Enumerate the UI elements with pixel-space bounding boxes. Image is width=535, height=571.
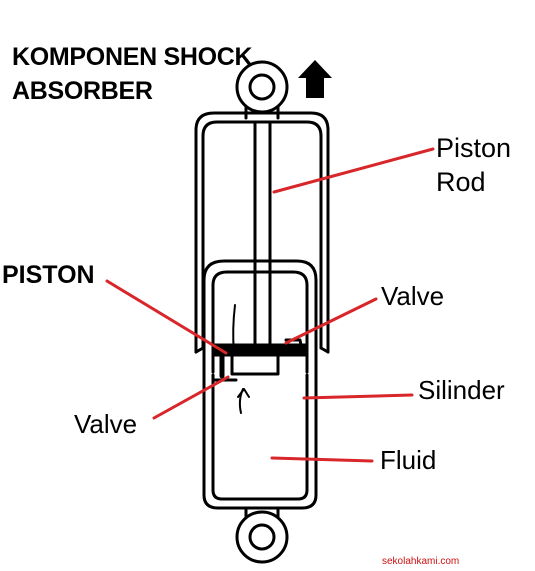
label-piston-rod-line-2: Rod xyxy=(436,167,486,197)
label-fluid: Fluid xyxy=(380,445,437,475)
leader-fluid xyxy=(270,456,374,463)
label-piston: PISTON xyxy=(2,261,95,289)
outer-cover xyxy=(194,111,330,354)
leader-piston xyxy=(105,279,228,355)
piston-rod xyxy=(253,120,272,350)
label-valve-bottom: Valve xyxy=(74,409,138,439)
diagram-title: KOMPONEN SHOCK ABSORBER xyxy=(12,40,253,108)
piston-body xyxy=(211,338,309,376)
leader-valve-bottom xyxy=(152,375,230,420)
leader-valve-top xyxy=(284,297,378,345)
up-arrow-icon xyxy=(298,60,332,98)
watermark: sekolahkami.com xyxy=(382,556,460,567)
title-line-2: ABSORBER xyxy=(12,77,153,105)
label-piston-rod-line-1: Piston xyxy=(436,133,512,163)
leader-silinder xyxy=(302,393,414,400)
label-valve-top: Valve xyxy=(381,281,445,311)
leader-piston-rod xyxy=(272,147,435,194)
label-piston-rod: Piston Rod xyxy=(436,131,511,199)
cylinder xyxy=(202,259,318,510)
title-line-1: KOMPONEN SHOCK xyxy=(12,43,253,71)
label-silinder: Silinder xyxy=(418,375,505,405)
bottom-mount-eye xyxy=(235,506,289,564)
